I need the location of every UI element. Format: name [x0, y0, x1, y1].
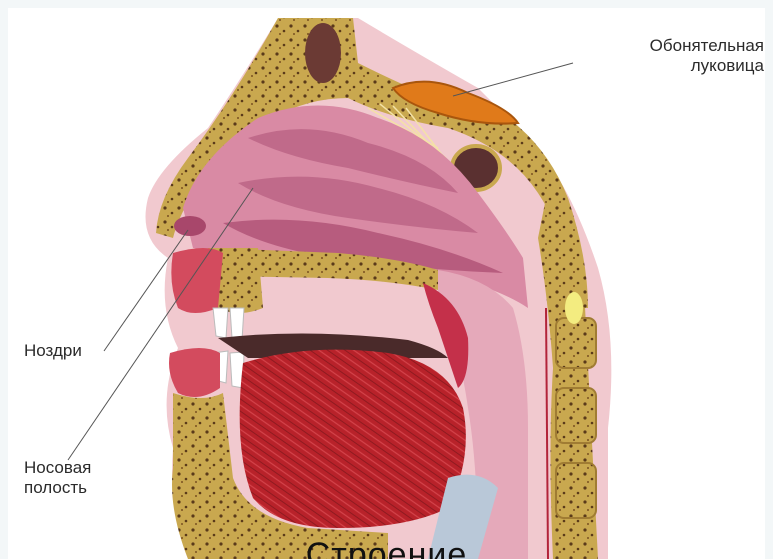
lower-lip: [169, 348, 220, 397]
label-nasal-cavity-line1: Носовая: [24, 458, 91, 478]
label-olfactory-bulb-line2: луковица: [574, 56, 764, 76]
upper-lip: [171, 248, 223, 313]
label-olfactory-bulb-line1: Обонятельная: [574, 36, 764, 56]
label-olfactory-bulb: Обонятельная луковица: [574, 36, 764, 76]
frontal-sinus: [305, 23, 341, 83]
anatomy-figure: Обонятельная луковица Ноздри Носовая пол…: [8, 8, 765, 559]
label-nasal-cavity: Носовая полость: [24, 458, 91, 498]
label-nasal-cavity-line2: полость: [24, 478, 91, 498]
dens: [565, 292, 583, 324]
nostril: [174, 216, 206, 236]
leader-line-bulb: [453, 63, 573, 96]
vertebra-3: [556, 463, 596, 518]
tongue: [240, 350, 466, 528]
vertebra-2: [556, 388, 596, 443]
caption: Строение: [8, 536, 765, 559]
nasal-cavity-diagram: [8, 8, 765, 559]
label-nostrils: Ноздри: [24, 341, 82, 361]
vertebra-1: [556, 318, 596, 368]
